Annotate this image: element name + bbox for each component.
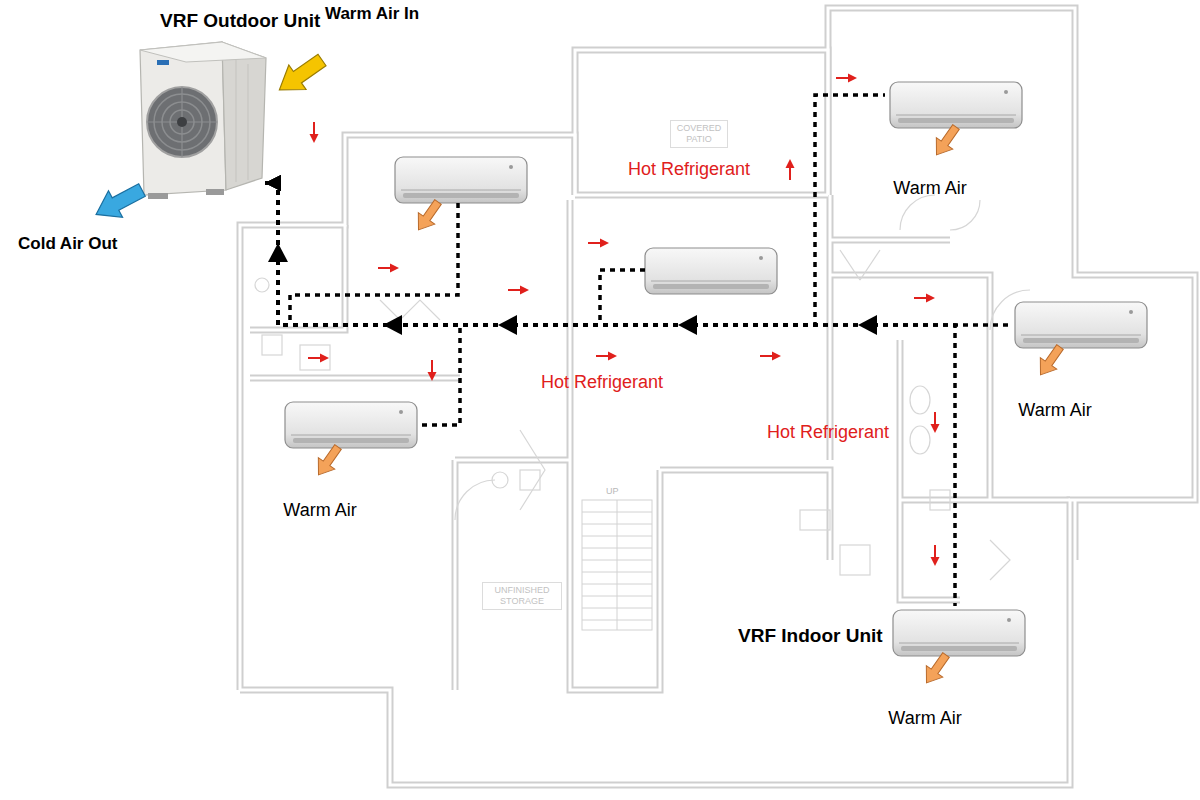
- refrigerant-pipe: [265, 95, 885, 325]
- refrigerant-label: Hot Refrigerant: [767, 421, 889, 443]
- air-callout: Cold Air Out: [18, 233, 117, 255]
- airflow-label: Warm Air: [1012, 399, 1098, 421]
- room-label: UNFINISHED STORAGE: [482, 582, 562, 610]
- refrigerant-pipe: [265, 183, 1012, 325]
- airflow-label: Warm Air: [880, 707, 970, 729]
- indoor-unit: Warm Air: [885, 78, 1027, 200]
- airflow-label: Warm Air: [885, 177, 975, 199]
- refrigerant-pipe: [265, 183, 460, 425]
- unit-heading: VRF Indoor Unit: [738, 625, 883, 647]
- indoor-unit: Warm Air: [270, 398, 420, 523]
- air-callout: Warm Air In: [325, 3, 419, 25]
- airflow-label: Warm Air: [270, 499, 370, 521]
- refrigerant-pipe: [265, 183, 955, 606]
- indoor-unit: VRF Indoor UnitWarm Air: [738, 606, 1028, 731]
- indoor-unit: Warm Air: [1012, 298, 1148, 422]
- outdoor-unit: VRF Outdoor Unit: [130, 8, 265, 198]
- room-label: COVERED PATIO: [670, 120, 728, 148]
- refrigerant-label: Hot Refrigerant: [541, 371, 663, 393]
- unit-heading: VRF Outdoor Unit: [160, 10, 320, 32]
- stair-label: UP: [606, 486, 619, 497]
- refrigerant-label: Hot Refrigerant: [628, 158, 750, 180]
